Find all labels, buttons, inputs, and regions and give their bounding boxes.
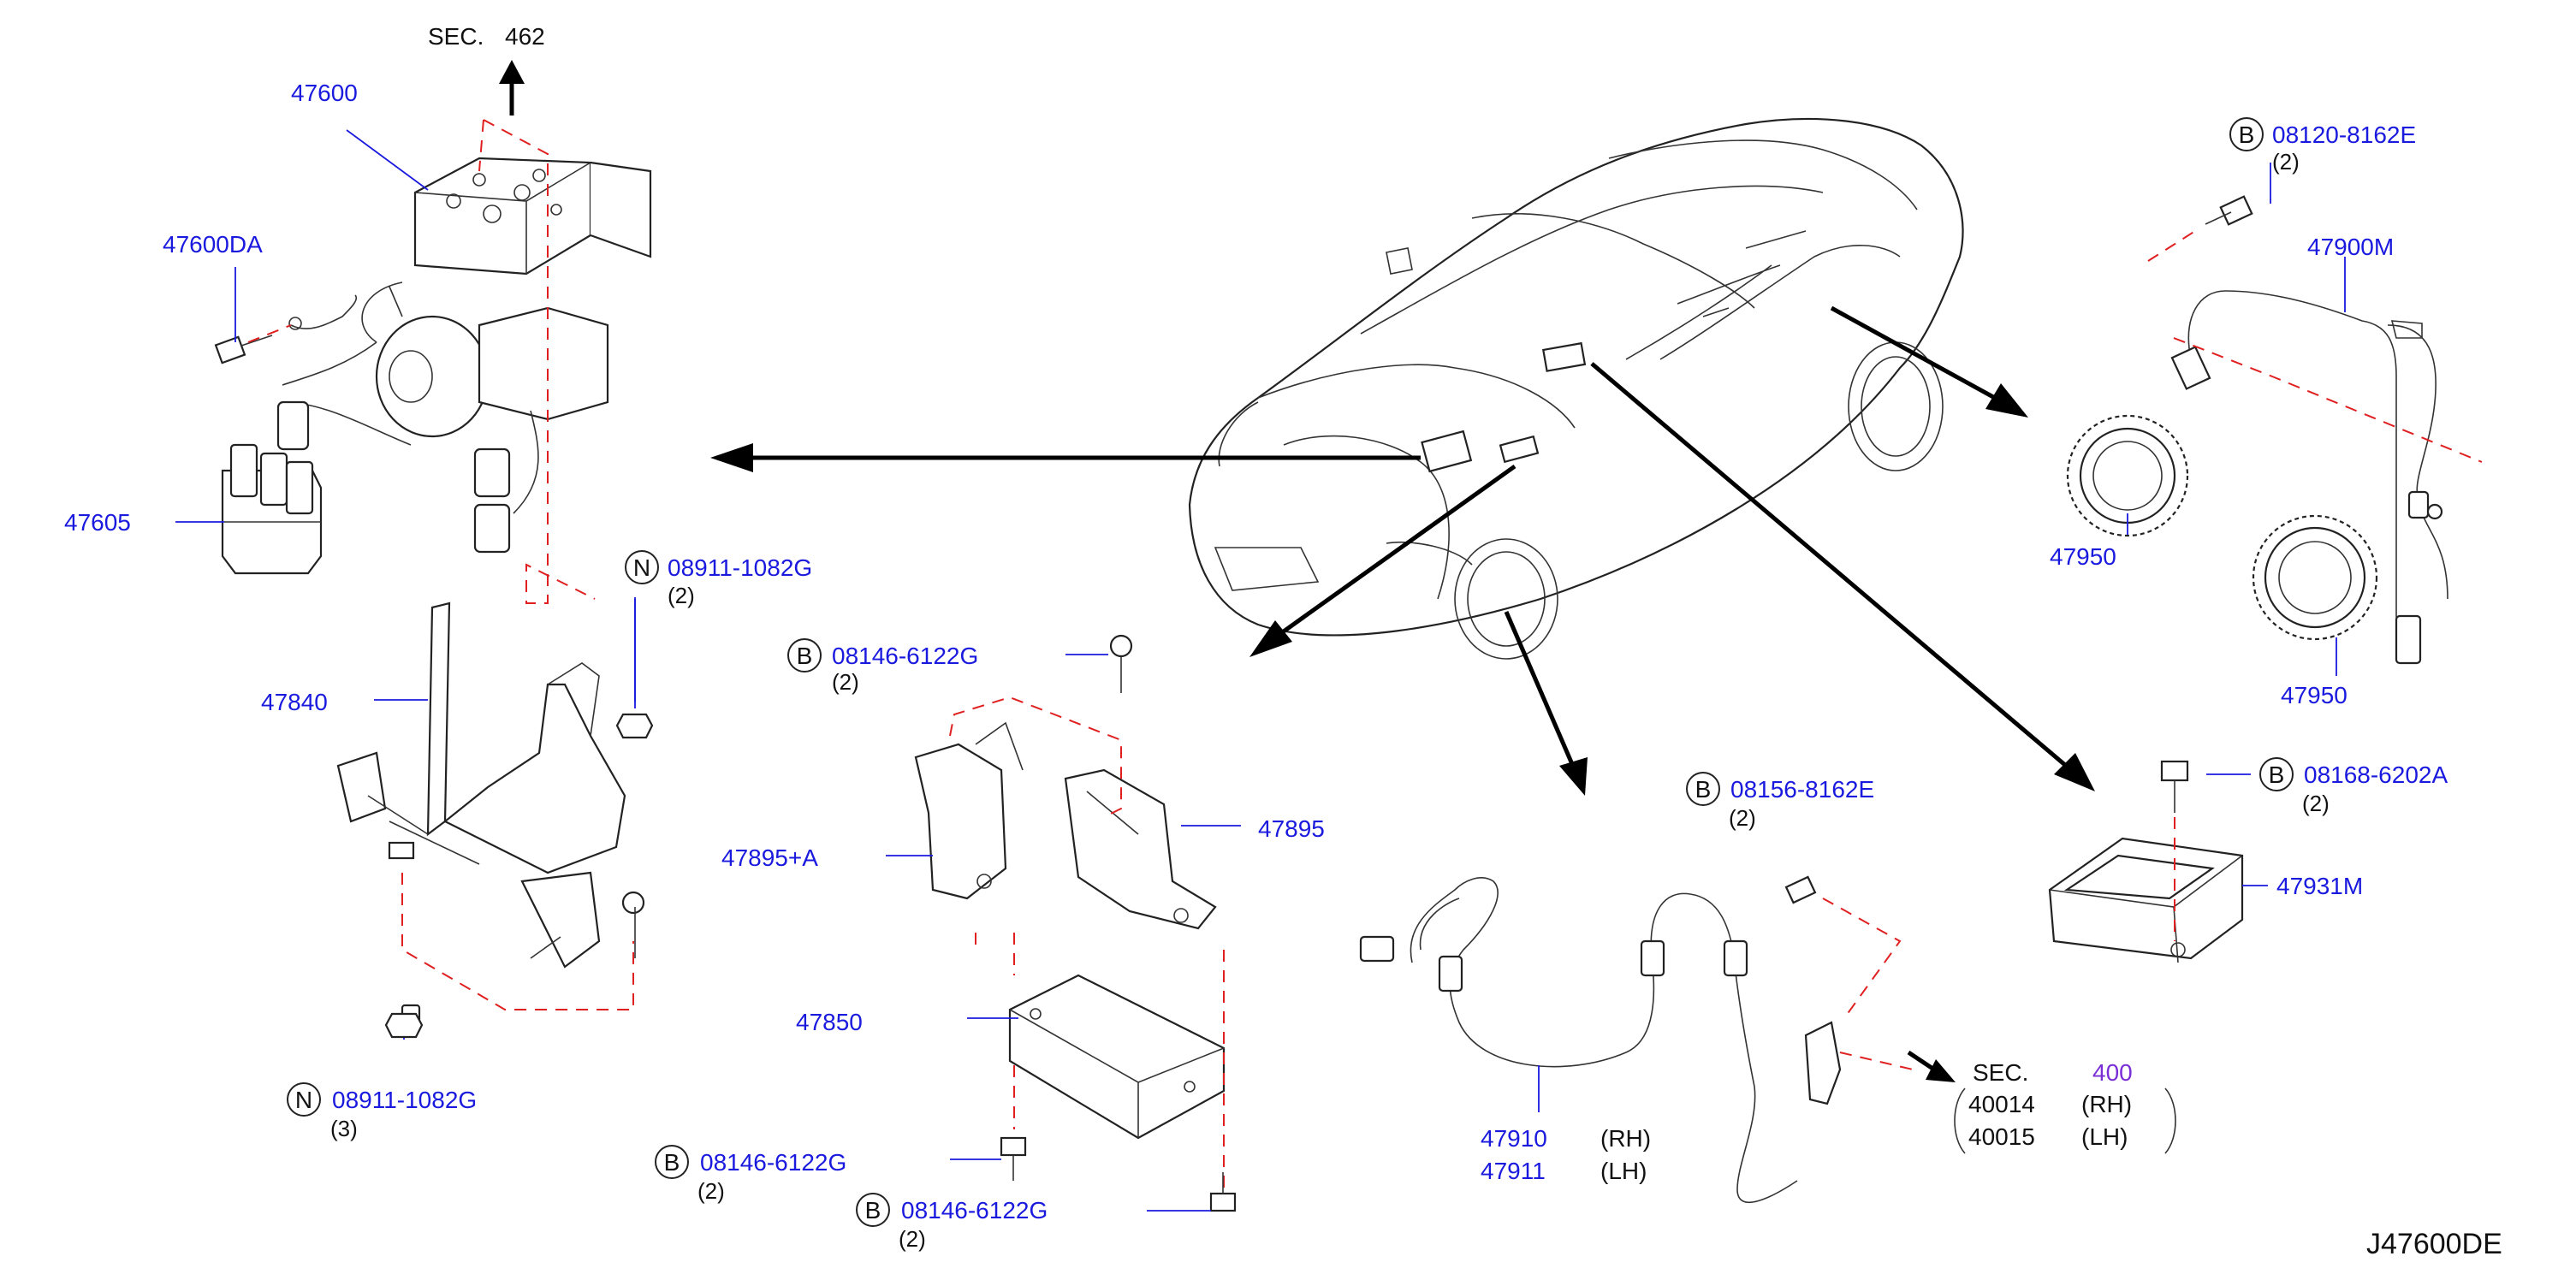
- bracket-47895: [914, 634, 1217, 930]
- fastener-b2-code: 08146-6122G: [700, 1149, 846, 1176]
- sec400-ref-1-code: 40015: [1968, 1123, 2035, 1150]
- fastener-n2-code: 08911-1082G: [332, 1087, 477, 1113]
- nut-08911-lower: [384, 1012, 424, 1039]
- label-47840: 47840: [261, 689, 328, 715]
- abs-actuator-unit: [214, 157, 652, 554]
- fastener-n1: N 08911-1082G (2): [625, 550, 812, 608]
- diagram-code: J47600DE: [2366, 1228, 2502, 1260]
- pointer-arrows: [499, 60, 2095, 1082]
- sec462-prefix: SEC.: [428, 23, 484, 50]
- rear-sensor-harness-47900M: [2170, 163, 2448, 665]
- fastener-b1-qty: (2): [832, 669, 859, 695]
- fastener-b5-code: 08156-8162E: [1730, 776, 1874, 803]
- fastener-b2-badge: B: [664, 1149, 680, 1176]
- fastener-b6: B 08168-6202A (2): [2259, 757, 2448, 816]
- fastener-n2: N 08911-1082G (3): [287, 1082, 477, 1141]
- fastener-b5: B 08156-8162E (2): [1686, 772, 1874, 831]
- sec400-number: 400: [2092, 1059, 2133, 1086]
- fastener-b4-code: 08120-8162E: [2272, 121, 2416, 148]
- label-47900M: 47900M: [2307, 234, 2394, 260]
- bolt-08120: [2205, 195, 2253, 226]
- fastener-b4-badge: B: [2239, 121, 2255, 148]
- fastener-b3-qty: (2): [899, 1226, 926, 1252]
- label-47605: 47605: [64, 509, 131, 536]
- fastener-n2-badge: N: [295, 1087, 312, 1113]
- sec400-left-bracket: [1954, 1087, 1966, 1154]
- fastener-b6-qty: (2): [2302, 791, 2330, 816]
- label-47895: 47895: [1258, 815, 1325, 842]
- fastener-b3-badge: B: [865, 1197, 881, 1224]
- fastener-n1-code: 08911-1082G: [668, 554, 812, 581]
- bolt-08146-a: [1000, 1136, 1027, 1181]
- sec400-ref-0-code: 40014: [1968, 1091, 2035, 1117]
- sec400-ref-1-side: (LH): [2081, 1123, 2128, 1150]
- fastener-b5-qty: (2): [1729, 805, 1756, 831]
- fastener-b1-code: 08146-6122G: [832, 643, 978, 669]
- fastener-b6-code: 08168-6202A: [2304, 761, 2448, 788]
- fastener-b5-badge: B: [1695, 776, 1712, 803]
- bracket-47840: [336, 601, 647, 1029]
- fastener-n1-badge: N: [633, 554, 650, 581]
- fastener-b4-qty: (2): [2272, 149, 2300, 175]
- label-47895A: 47895+A: [721, 844, 818, 871]
- car-illustration: [1188, 117, 1964, 660]
- label-47911: 47911: [1481, 1158, 1546, 1184]
- fastener-b3: B 08146-6122G (2): [856, 1193, 1048, 1252]
- fastener-n1-qty: (2): [668, 583, 695, 608]
- label-47931M: 47931M: [2276, 873, 2363, 899]
- bolt-08146-b: [1209, 1172, 1237, 1212]
- fastener-b4: B 08120-8162E (2): [2229, 117, 2416, 175]
- bolt-47600DA: [214, 335, 273, 364]
- wheel-sensor-harness: [1359, 875, 1842, 1204]
- label-47600DA: 47600DA: [163, 231, 263, 258]
- control-unit-47850: [1008, 974, 1226, 1140]
- fastener-b1: B 08146-6122G (2): [787, 638, 978, 695]
- fastener-b1-badge: B: [797, 643, 813, 669]
- bolt-08168: [2160, 760, 2189, 813]
- sensor-rotor-47950-a: [2066, 414, 2189, 537]
- label-47850: 47850: [796, 1009, 863, 1035]
- relay-block-47605: [221, 443, 323, 575]
- sensor-rotor-47950-b: [2252, 514, 2378, 641]
- label-47910: 47910: [1481, 1125, 1547, 1152]
- labels: SEC. 462 47600 47600DA 47605 47840 47895…: [64, 23, 2502, 1260]
- yaw-rate-sensor-47931M: [2048, 760, 2268, 963]
- label-47911-side: (LH): [1600, 1158, 1647, 1184]
- sec400-ref-0-side: (RH): [2081, 1091, 2132, 1117]
- label-47910-side: (RH): [1600, 1125, 1651, 1152]
- sec400-right-bracket: [2164, 1087, 2176, 1154]
- fastener-b2: B 08146-6122G (2): [655, 1145, 846, 1204]
- label-47950-b: 47950: [2281, 682, 2347, 708]
- sec400-prefix: SEC.: [1973, 1059, 2028, 1086]
- fastener-b2-qty: (2): [697, 1178, 725, 1204]
- fastener-b6-badge: B: [2269, 761, 2285, 788]
- nut-08911-upper: [615, 599, 654, 739]
- label-47600: 47600: [291, 80, 358, 106]
- fastener-n2-qty: (3): [330, 1116, 358, 1141]
- label-47950-a: 47950: [2050, 543, 2116, 570]
- sec462-number: 462: [505, 23, 545, 50]
- fastener-b3-code: 08146-6122G: [901, 1197, 1048, 1224]
